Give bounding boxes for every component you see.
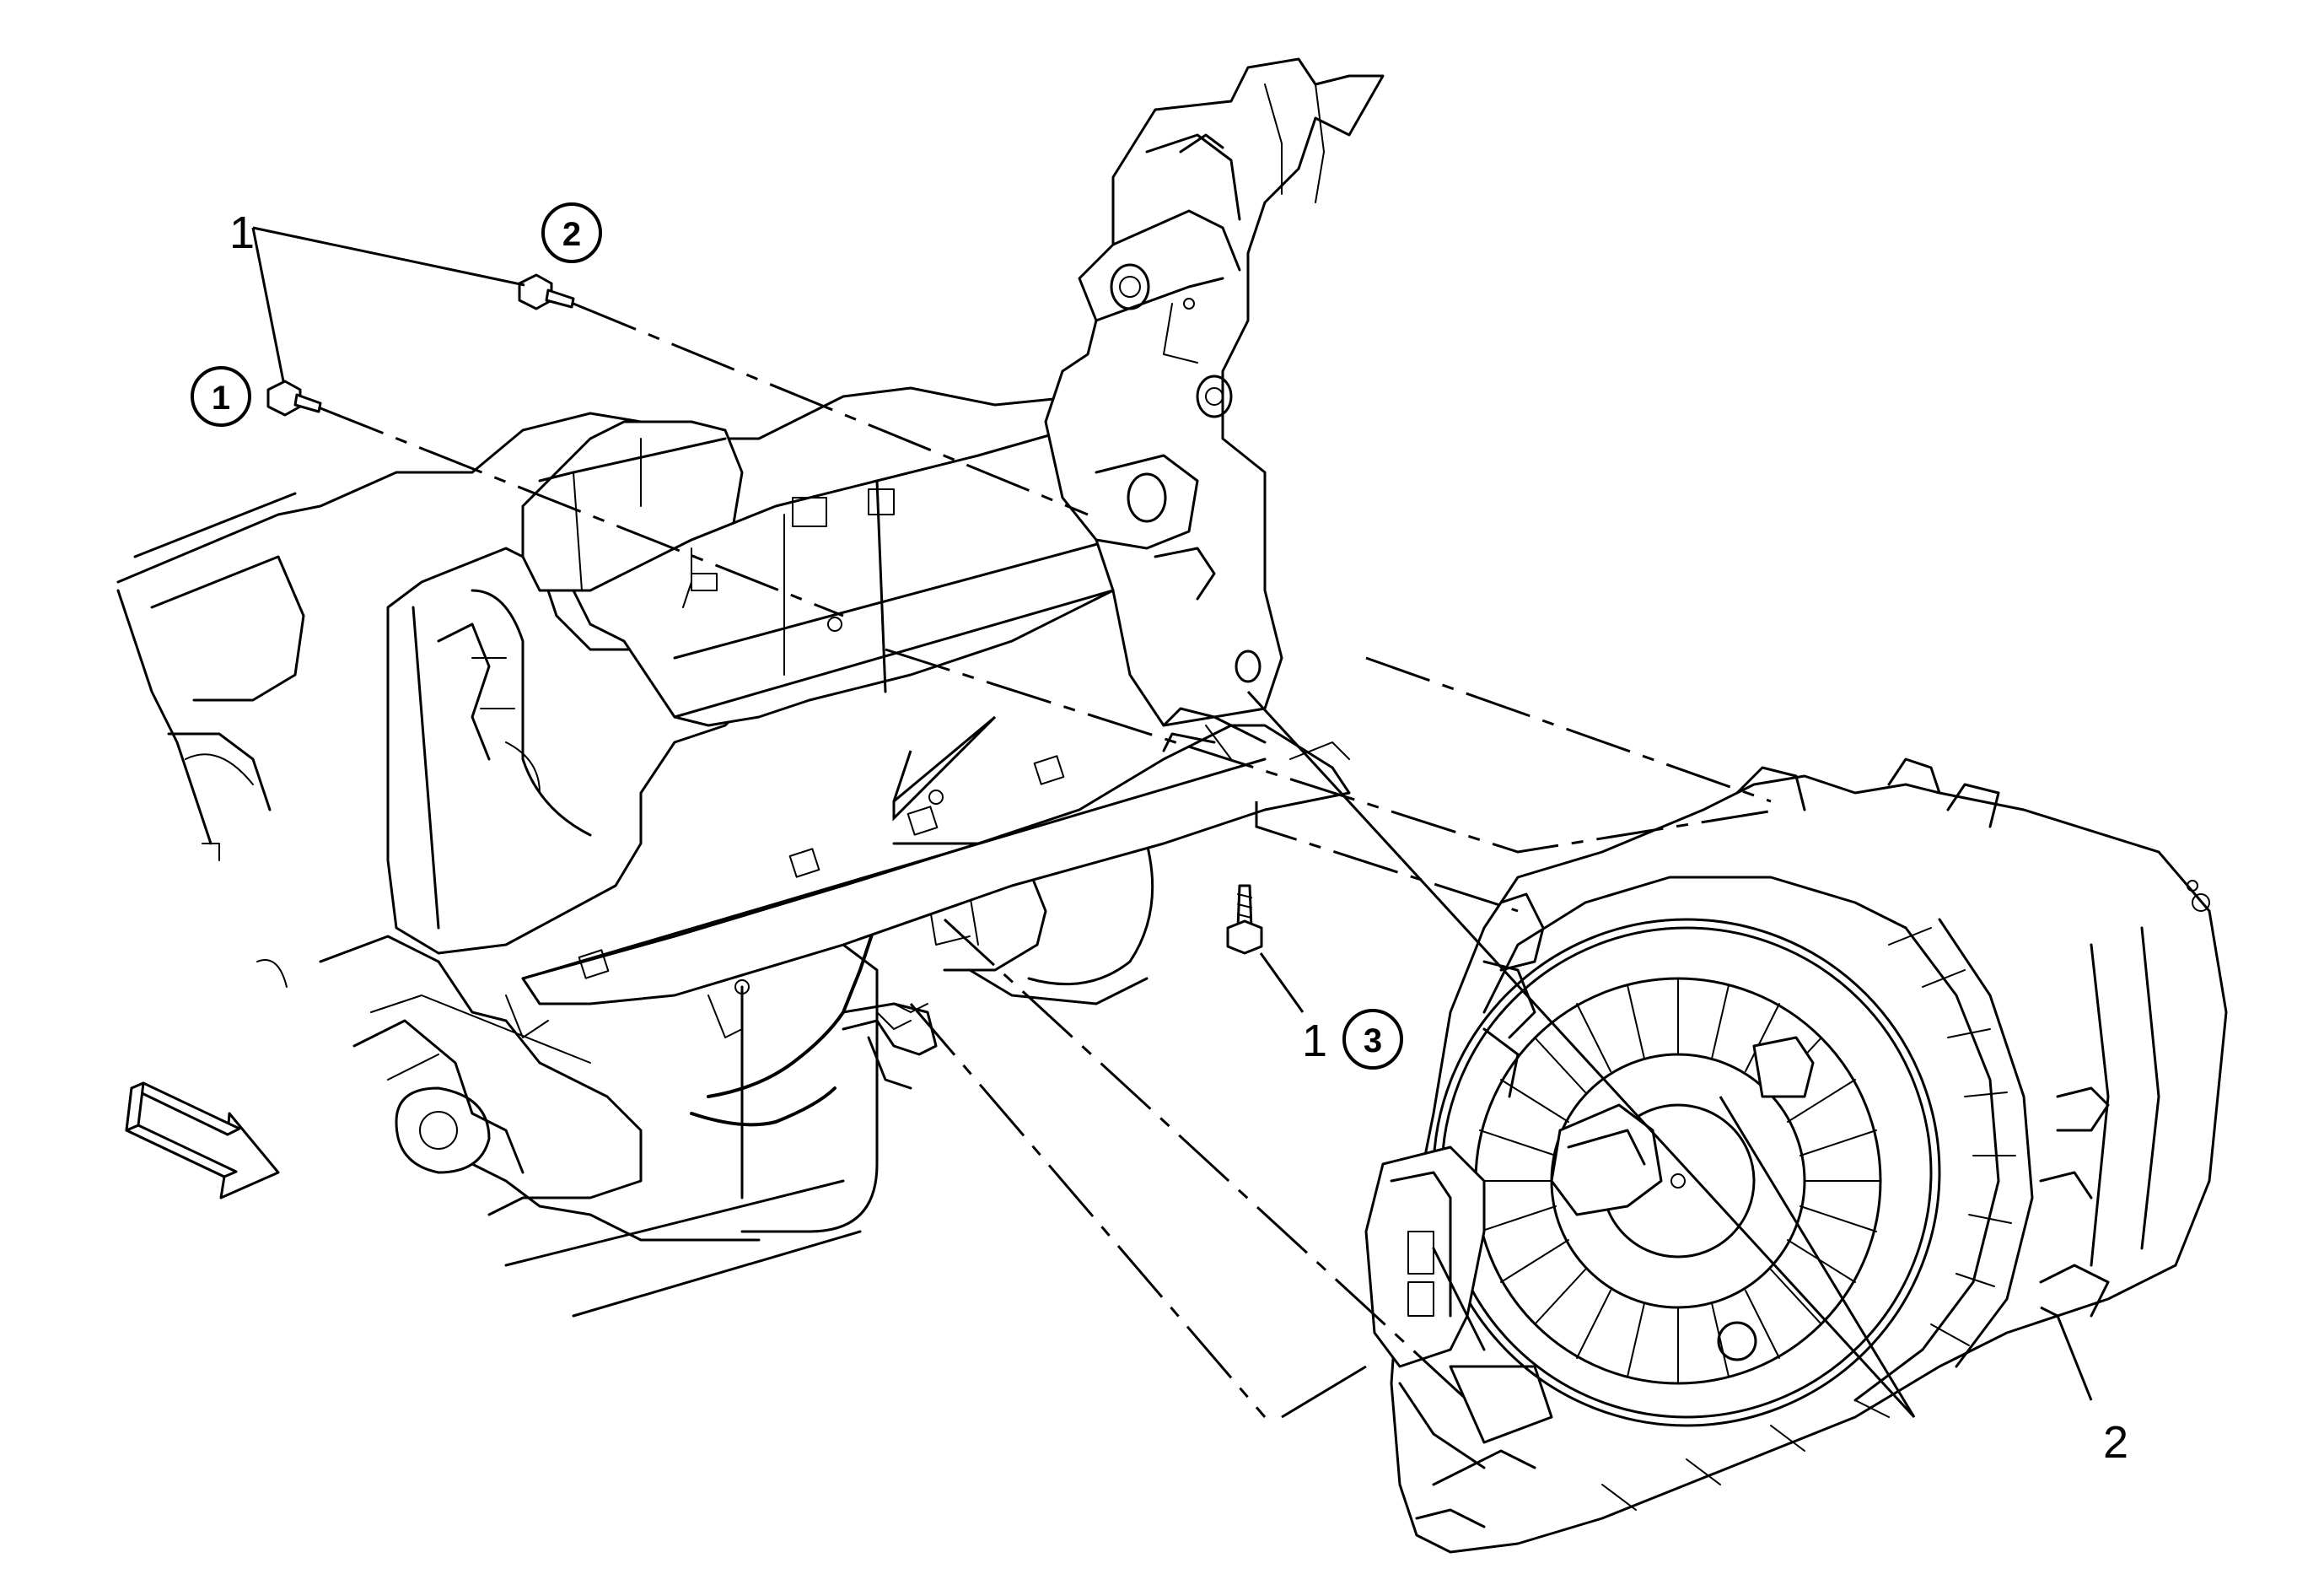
blower-motor-assembly xyxy=(1364,757,2228,1554)
callout-label-2: 2 xyxy=(2103,1417,2128,1468)
step-number-2: 2 xyxy=(562,216,581,253)
bolt-3-lower xyxy=(1226,884,1263,955)
bolt-1-upper-left xyxy=(266,380,322,417)
step-marker-1: 1 xyxy=(191,366,251,427)
front-direction-arrow-icon xyxy=(125,1081,280,1199)
step-number-3: 3 xyxy=(1364,1022,1382,1059)
leader-lines xyxy=(251,226,2093,1419)
hvac-module-background xyxy=(116,386,1154,1318)
callout-label-1-mid: 1 xyxy=(1302,1016,1327,1066)
bolt-2-upper xyxy=(518,273,575,310)
callout-label-1-top: 1 xyxy=(229,208,255,258)
step-marker-3: 3 xyxy=(1342,1009,1403,1070)
callouts: 1 1 2 xyxy=(229,208,2128,1468)
installation-paths xyxy=(320,302,1780,1418)
step-marker-2: 2 xyxy=(541,202,602,263)
step-number-1: 1 xyxy=(212,380,230,417)
support-bracket xyxy=(505,57,1385,1038)
